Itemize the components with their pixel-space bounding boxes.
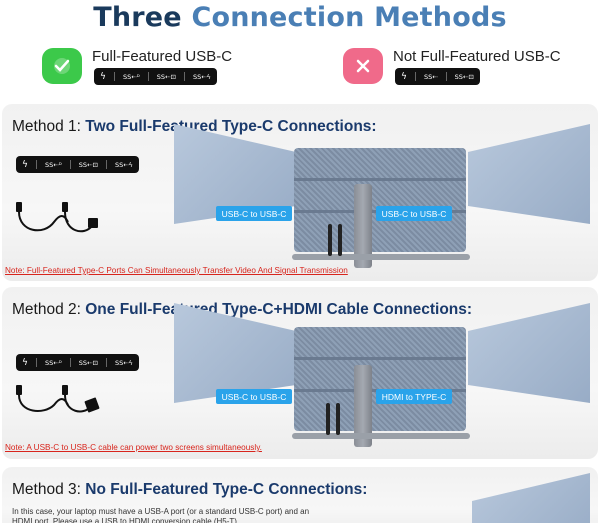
port-icons-strip: ϟ SS⇠ SS⇠⊡ — [395, 68, 480, 85]
check-icon — [54, 58, 70, 74]
close-icon — [356, 59, 370, 73]
usb-display-icon: SS⇠ᴰ — [44, 160, 62, 169]
close-badge — [343, 48, 383, 84]
check-badge — [42, 48, 82, 84]
usb-c-cable-icon — [16, 202, 98, 233]
thunderbolt-icon: ϟ — [22, 159, 28, 170]
method-2-card: Method 2: One Full-Featured Type-C+HDMI … — [2, 287, 598, 459]
thunderbolt-icon: ϟ — [401, 71, 407, 82]
usb-power-icon: SS⇠ϟ — [192, 72, 211, 81]
port-icons-strip: ϟ SS⇠ᴰ SS⇠⊡ SS⇠ϟ — [16, 156, 139, 173]
page-title: Three Connection Methods — [93, 2, 507, 33]
usb-data-icon: SS⇠⊡ — [78, 160, 98, 169]
monitor-setup-illustration: USB-C to USB-C HDMI to TYPE-C — [172, 287, 598, 459]
method-heading: Method 1: Two Full-Featured Type-C Conne… — [12, 118, 377, 135]
port-icons-strip: ϟ SS⇠ᴰ SS⇠⊡ SS⇠ϟ — [94, 68, 217, 85]
legend-full-featured: Full-Featured USB-C ϟ SS⇠ᴰ SS⇠⊡ SS⇠ϟ — [42, 44, 262, 88]
port-icons-strip: ϟ SS⇠ᴰ SS⇠⊡ SS⇠ϟ — [16, 354, 139, 371]
usb-data-icon: SS⇠⊡ — [156, 72, 176, 81]
method-note: Note: Full-Featured Type-C Ports Can Sim… — [5, 266, 348, 275]
cable-tag-left: USB-C to USB-C — [216, 206, 292, 221]
thunderbolt-icon: ϟ — [100, 71, 106, 82]
legend-not-full-featured: Not Full-Featured USB-C ϟ SS⇠ SS⇠⊡ — [343, 44, 593, 88]
method-1-card: Method 1: Two Full-Featured Type-C Conne… — [2, 104, 598, 281]
method-heading: Method 3: No Full-Featured Type-C Connec… — [12, 481, 368, 498]
legend-label: Full-Featured USB-C — [92, 48, 233, 65]
usb-power-icon: SS⇠ϟ — [114, 160, 133, 169]
usb-data-icon: SS⇠⊡ — [78, 358, 98, 367]
usb-display-icon: SS⇠ᴰ — [122, 72, 140, 81]
method-description: In this case, your laptop must have a US… — [12, 507, 310, 523]
thunderbolt-icon: ϟ — [22, 357, 28, 368]
usb-icon: SS⇠ — [423, 72, 438, 81]
method-3-card: Method 3: No Full-Featured Type-C Connec… — [2, 467, 598, 523]
usb-display-icon: SS⇠ᴰ — [44, 358, 62, 367]
monitor-setup-illustration: USB-C to USB-C USB-C to USB-C — [172, 104, 598, 281]
cable-tag-left: USB-C to USB-C — [216, 389, 292, 404]
cable-tag-right: HDMI to TYPE-C — [376, 389, 452, 404]
cable-tag-right: USB-C to USB-C — [376, 206, 452, 221]
usb-power-icon: SS⇠ϟ — [114, 358, 133, 367]
method-note: Note: A USB-C to USB-C cable can power t… — [5, 443, 262, 452]
legend-label: Not Full-Featured USB-C — [393, 48, 561, 65]
usb-c-hdmi-cable-icon — [16, 385, 100, 413]
usb-data-icon: SS⇠⊡ — [454, 72, 474, 81]
